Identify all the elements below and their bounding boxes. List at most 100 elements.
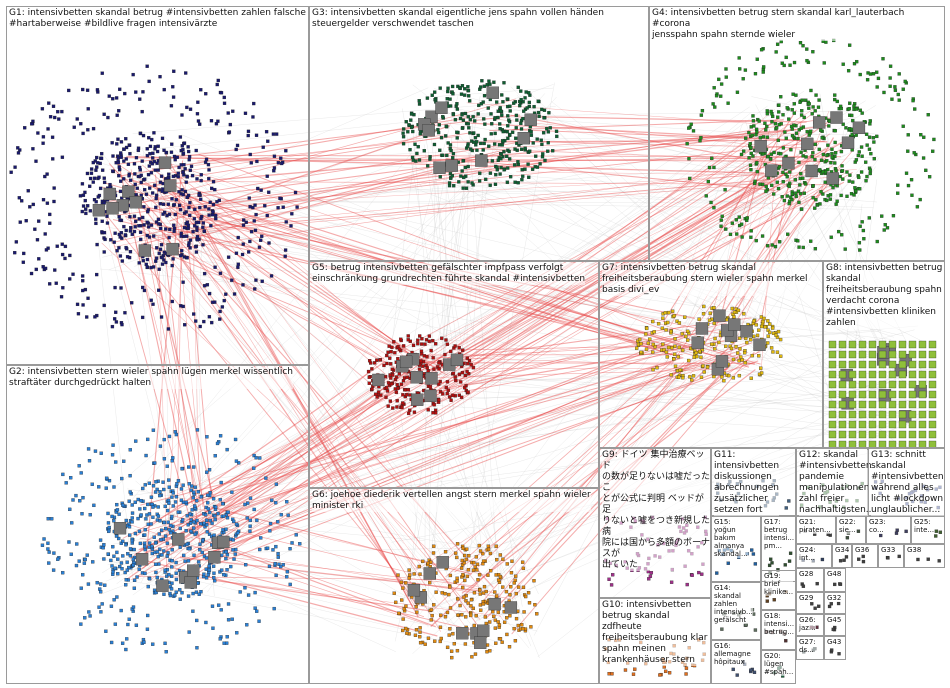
- node: [218, 498, 222, 502]
- node: [274, 132, 279, 136]
- node: [84, 207, 88, 211]
- node: [17, 196, 22, 200]
- node: [50, 135, 55, 139]
- node: [455, 107, 460, 111]
- node: [79, 471, 83, 475]
- node: [33, 227, 37, 231]
- edge: [137, 506, 153, 542]
- node: [290, 541, 294, 545]
- node: [100, 602, 104, 606]
- edge: [167, 178, 771, 234]
- node: [122, 177, 126, 181]
- node: [75, 542, 79, 546]
- node: [210, 521, 214, 525]
- node: [51, 104, 56, 108]
- node: [163, 568, 167, 572]
- node: [281, 205, 285, 209]
- node: [174, 432, 179, 437]
- edge: [116, 157, 193, 504]
- node: [202, 284, 207, 288]
- node: [255, 159, 259, 164]
- edge: [436, 156, 841, 164]
- node: [34, 267, 38, 272]
- edge: [776, 181, 811, 326]
- node: [111, 97, 115, 101]
- node: [171, 504, 175, 508]
- node: [494, 173, 498, 177]
- node: [111, 569, 115, 574]
- node: [159, 174, 164, 178]
- node: [189, 518, 193, 522]
- node: [154, 205, 158, 210]
- node: [82, 561, 87, 565]
- avatar-node: [184, 576, 197, 589]
- node: [120, 476, 124, 481]
- node: [212, 575, 216, 580]
- edge: [175, 269, 880, 426]
- edge: [145, 401, 467, 585]
- edge: [442, 322, 728, 390]
- node: [94, 221, 98, 226]
- node: [99, 582, 103, 586]
- node: [272, 166, 277, 170]
- node: [171, 85, 175, 89]
- edge: [129, 133, 764, 559]
- group-box-g3: G3: intensivbetten skandal eigentliche j…: [309, 6, 649, 261]
- node: [20, 199, 24, 203]
- group-box-g19: G19: brief klinike...: [761, 570, 796, 610]
- node: [205, 435, 209, 439]
- node: [119, 140, 124, 144]
- node: [490, 159, 495, 163]
- group-box-g5: G5: betrug intensivbetten gefälschter im…: [309, 261, 599, 488]
- node: [124, 543, 128, 547]
- node: [68, 507, 72, 512]
- edge: [761, 166, 876, 362]
- node: [114, 534, 119, 538]
- group-label: G48: [827, 570, 842, 578]
- node: [463, 87, 467, 91]
- node: [428, 157, 432, 161]
- node: [284, 149, 288, 153]
- edge: [164, 227, 169, 506]
- node: [249, 230, 254, 234]
- node: [153, 490, 158, 494]
- edge: [201, 353, 876, 558]
- node: [466, 164, 470, 169]
- node: [156, 505, 160, 509]
- edge: [213, 361, 672, 549]
- node: [448, 176, 453, 180]
- node: [470, 181, 474, 185]
- node: [432, 142, 437, 147]
- group-box-g45: G45: [824, 614, 846, 636]
- edge: [417, 181, 423, 188]
- node: [290, 212, 294, 216]
- edge: [105, 213, 423, 606]
- edge: [156, 187, 418, 611]
- node: [502, 81, 506, 85]
- node: [502, 168, 506, 172]
- node: [185, 234, 189, 238]
- node: [53, 115, 57, 120]
- edge: [97, 240, 133, 580]
- node: [210, 604, 215, 608]
- node: [141, 133, 146, 138]
- edge: [127, 488, 496, 552]
- node: [124, 228, 128, 233]
- group-box-g38: G38: [904, 544, 945, 568]
- node: [112, 485, 116, 489]
- node: [271, 548, 275, 552]
- node: [170, 495, 174, 499]
- node: [150, 137, 154, 142]
- avatar-node: [208, 551, 221, 564]
- node: [205, 523, 209, 527]
- node: [110, 514, 114, 519]
- node: [117, 215, 121, 219]
- node: [149, 298, 153, 302]
- edge: [172, 168, 809, 548]
- node: [52, 199, 56, 204]
- node: [170, 559, 174, 563]
- edge: [165, 144, 785, 538]
- edge: [138, 179, 471, 634]
- edge: [455, 109, 775, 368]
- node: [152, 535, 156, 539]
